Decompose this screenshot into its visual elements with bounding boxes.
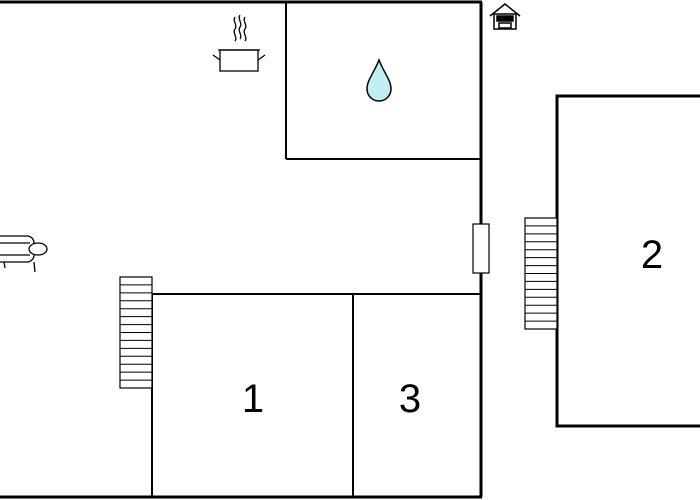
sofa-icon bbox=[0, 235, 48, 273]
annex-building bbox=[555, 94, 700, 428]
room-label-2: 2 bbox=[641, 233, 663, 277]
water-drop-icon bbox=[366, 57, 392, 102]
bedroom-walls bbox=[151, 293, 481, 497]
bathroom-walls bbox=[285, 2, 481, 160]
cooking-pot-icon bbox=[212, 14, 266, 72]
room-label-3: 3 bbox=[399, 377, 421, 421]
house-icon bbox=[489, 3, 521, 30]
main-building bbox=[0, 0, 483, 499]
room-label-1: 1 bbox=[242, 377, 264, 421]
staircase-right bbox=[524, 217, 558, 330]
staircase-left bbox=[119, 276, 153, 389]
door bbox=[472, 223, 490, 274]
